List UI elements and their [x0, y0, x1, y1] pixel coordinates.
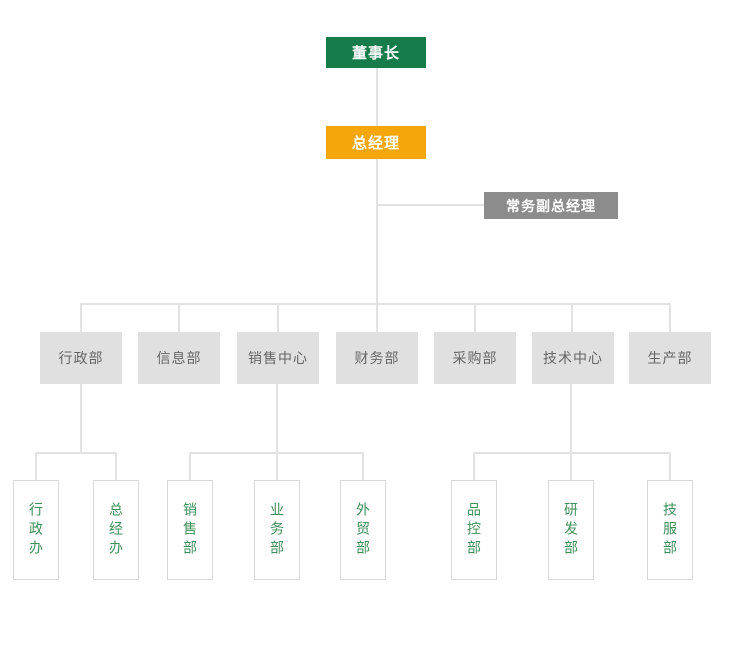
node-chairman: 董事长 [326, 37, 426, 68]
node-admin-office: 行政办 [13, 480, 59, 580]
connector-gm-trunk [376, 159, 378, 305]
node-dept-admin: 行政部 [40, 332, 122, 384]
connector-drop-purchasing [474, 303, 476, 332]
connector-drop-gm-office [115, 452, 117, 480]
node-dept-finance: 财务部 [336, 332, 418, 384]
connector-drop-tech-service [669, 452, 671, 480]
node-deputy-general-manager: 常务副总经理 [484, 192, 618, 219]
node-dept-purchasing: 采购部 [434, 332, 516, 384]
connector-drop-quality-control [473, 452, 475, 480]
connector-drop-tech [571, 303, 573, 332]
connector-drop-admin-office [35, 452, 37, 480]
connector-drop-finance [376, 303, 378, 332]
connector-drop-sales [277, 303, 279, 332]
node-gm-office: 总经办 [93, 480, 139, 580]
connector-drop-foreign-trade [362, 452, 364, 480]
node-foreign-trade-dept: 外贸部 [340, 480, 386, 580]
connector-tech-rail [474, 452, 670, 454]
connector-sales-rail [190, 452, 364, 454]
node-rd-dept: 研发部 [548, 480, 594, 580]
connector-admin-trunk [80, 384, 82, 454]
connector-drop-admin [80, 303, 82, 332]
connector-admin-rail [36, 452, 117, 454]
node-sales-center: 销售中心 [237, 332, 319, 384]
connector-tech-trunk [570, 384, 572, 480]
connector-drop-info [178, 303, 180, 332]
connector-drop-sales-dept [189, 452, 191, 480]
connector-drop-production [669, 303, 671, 332]
connector-sales-trunk [276, 384, 278, 480]
node-sales-dept: 销售部 [167, 480, 213, 580]
node-dept-production: 生产部 [629, 332, 711, 384]
node-business-dept: 业务部 [254, 480, 300, 580]
node-quality-control-dept: 品控部 [451, 480, 497, 580]
node-dept-info: 信息部 [138, 332, 220, 384]
connector-deputy-branch [377, 204, 484, 206]
node-tech-service-dept: 技服部 [647, 480, 693, 580]
node-tech-center: 技术中心 [532, 332, 614, 384]
node-general-manager: 总经理 [326, 126, 426, 159]
connector-chairman-gm [376, 68, 378, 126]
